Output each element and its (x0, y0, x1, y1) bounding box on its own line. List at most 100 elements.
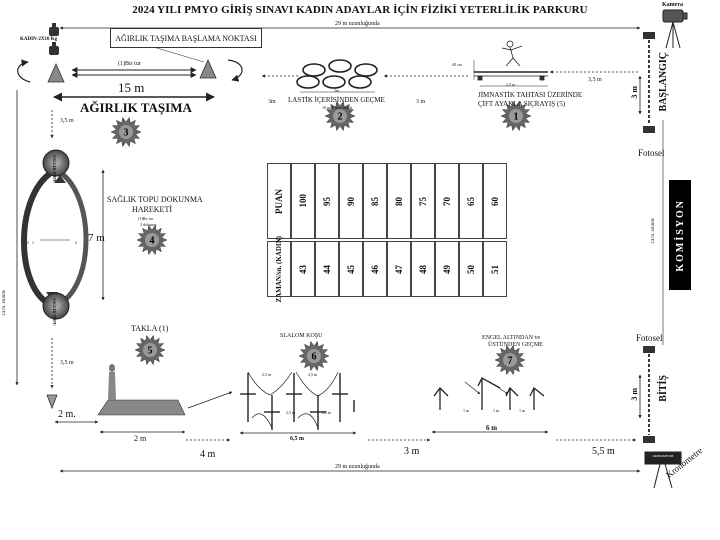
seven-m-label: 7 m (88, 232, 105, 244)
zaman-cell: 47 (387, 241, 411, 297)
slalom-dim-3: 2,5 m (286, 410, 296, 415)
two-m-left: 2 m. (58, 409, 76, 420)
takla-mat (97, 364, 186, 434)
slalom-course (240, 371, 355, 430)
chronometer-box: KRONOMETRE (652, 454, 674, 458)
hurdle-label-1: ENGEL ALTINDAN ve (482, 335, 541, 341)
photocell-bottom-label: Fotosel (636, 333, 663, 343)
finish-label: BİTİŞ (658, 375, 669, 402)
station-number: 7 (508, 356, 513, 367)
station-number: 4 (150, 236, 155, 247)
station-number: 5 (148, 346, 153, 357)
zaman-cell: 50 (459, 241, 483, 297)
ball-bottom-label: SAĞLIK TOPU (52, 298, 57, 326)
five-five-m: 5,5 m (592, 446, 615, 457)
ball-top-label: SAĞLIK TOPU (52, 155, 57, 183)
beam-dim-2: 2,5 m (506, 82, 516, 87)
tires-obstacle (296, 59, 378, 89)
station-number: 1 (514, 112, 519, 123)
puan-cell: 60 (483, 163, 507, 239)
puan-cell: 75 (411, 163, 435, 239)
hurdle-width: 6 m (486, 424, 498, 432)
puan-cell: 100 (291, 163, 315, 239)
three-five-left: 3,5 m (60, 118, 74, 124)
station-number: 2 (338, 112, 343, 123)
hurdle-dim-2: 1 m (493, 408, 500, 413)
photocell-top-label: Fotosel (638, 148, 665, 158)
tire-sub: 16 inch araç lastiği (322, 105, 353, 110)
ball-inner-2: 1 (32, 240, 34, 245)
health-ball-loop (21, 149, 89, 320)
hurdle-label-2: ÜSTÜNDEN GEÇME (488, 342, 543, 348)
commission-box: KOMİSYON (669, 180, 691, 290)
zaman-cell: 45 (339, 241, 363, 297)
start-point-box: AĞIRLIK TAŞIMA BAŞLAMA NOKTASI (110, 28, 262, 48)
camera-icon (662, 9, 688, 49)
puan-cell: 90 (339, 163, 363, 239)
one-lap-label: (1)Bir tur (118, 61, 141, 67)
tire-label: LASTİK İÇERİSİNDEN GEÇME (288, 96, 385, 104)
slalom-dim-2: 2,5 m (308, 372, 318, 377)
ball-inner-1: 3 (27, 240, 29, 245)
zaman-cell: 49 (435, 241, 459, 297)
three-m-label-1: 3m (268, 99, 276, 105)
slalom-width: 6,5 m (290, 436, 304, 442)
puan-cell: 95 (315, 163, 339, 239)
hurdle-dim-3: 1 m (519, 408, 526, 413)
cone-right (199, 59, 217, 79)
hurdle-dim-1: 1 m (463, 408, 470, 413)
slalom-dim-4: 2,5 m (322, 410, 332, 415)
slalom-dim-1: 2,5 m (262, 372, 272, 377)
station-number: 6 (312, 352, 317, 363)
commission-label: KOMİSYON (674, 198, 686, 272)
chronometer-icon (644, 451, 682, 489)
zaman-cell: 46 (363, 241, 387, 297)
zaman-cell: 43 (291, 241, 315, 297)
fifteen-m-label: 15 m (118, 80, 145, 95)
beam-label-1: JİMNASTİK TAHTASI ÜZERİNDE (478, 91, 583, 99)
takla-label: TAKLA (1) (131, 324, 169, 333)
fourteen-left-label: 14 m. eninde (2, 290, 7, 316)
zaman-cell: 48 (411, 241, 435, 297)
ball-sub-1: (1)Bir tur (138, 216, 154, 221)
start-3m: 3 m (630, 86, 639, 99)
start-photocells (638, 32, 655, 133)
slalom-label: SLALOM KOŞU (280, 333, 323, 339)
puan-cell: 80 (387, 163, 411, 239)
beam-dim-1: 40 cm (452, 62, 462, 67)
weight-carry-label: AĞIRLIK TAŞIMA (80, 100, 192, 115)
beam-label-2: ÇİFT AYAKLA SIÇRAYIŞ (5) (478, 100, 566, 108)
puan-header: PUAN (267, 163, 291, 239)
ball-label-1: SAĞLIK TOPU DOKUNMA (107, 195, 203, 204)
three-five-m-top: 3,5 m (588, 77, 602, 83)
station-number: 3 (124, 128, 129, 139)
top-distance-label: 29 m uzunluğunda (335, 21, 380, 27)
gym-beam (473, 40, 548, 87)
three-five-left2: 3,5 m (60, 360, 74, 366)
page-title: 2024 YILI PMYO GİRİŞ SINAVI KADIN ADAYLA… (132, 4, 588, 16)
takla-mat-dim: 2 m (134, 434, 147, 443)
zaman-cell: 44 (315, 241, 339, 297)
weights-label: KADIN-2X10 Kg (20, 37, 58, 42)
puan-cell: 65 (459, 163, 483, 239)
bottom-distance-label: 29 m uzunluğunda (335, 464, 380, 470)
puan-cell: 70 (435, 163, 459, 239)
three-m-label-2: 3 m (416, 99, 426, 105)
ball-label-2: HAREKETİ (132, 205, 172, 214)
four-m-label: 4 m (200, 449, 216, 460)
cone-bottom-left (46, 394, 58, 410)
finish-photocells (638, 346, 655, 443)
finish-3m: 3 m (630, 388, 639, 401)
hurdles (433, 377, 545, 410)
zaman-cell: 51 (483, 241, 507, 297)
three-m-bottom: 3 m (404, 446, 420, 457)
start-label: BAŞLANGIÇ (658, 52, 669, 112)
fourteen-right-label: 14 m. eninde (651, 218, 656, 244)
ball-sub-2: 3 dokunuş (140, 222, 157, 227)
camera-label: Kamera (662, 2, 683, 8)
tire-dim: 2m (334, 88, 340, 93)
zaman-header: ZAMAN/sn. (KADIN) (267, 236, 291, 302)
puan-cell: 85 (363, 163, 387, 239)
ball-inner-3: 2 (75, 240, 77, 245)
